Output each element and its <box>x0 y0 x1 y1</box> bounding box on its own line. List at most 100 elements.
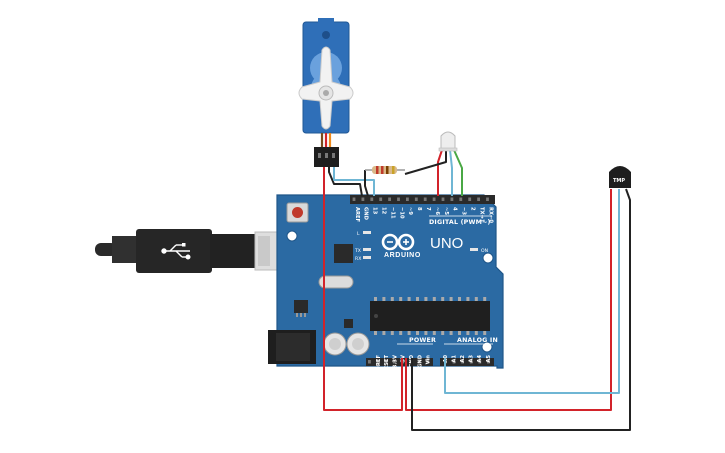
wire-led-common[interactable] <box>404 150 447 175</box>
digital-pin-1[interactable] <box>361 197 365 202</box>
led-rx: RX <box>355 256 371 262</box>
voltage-regulator <box>294 300 308 313</box>
digital-pin-label: RX←0 <box>487 207 493 223</box>
wire-tmp-power[interactable] <box>405 189 612 411</box>
analog-pin-1[interactable] <box>452 360 456 364</box>
crystal-oscillator <box>318 275 354 289</box>
led-tx-label: TX <box>354 248 361 254</box>
analog-pin-2[interactable] <box>461 360 464 364</box>
wire-led-red[interactable] <box>437 149 443 196</box>
digital-pin-label: 2 <box>470 207 476 211</box>
power-pin-label: RESET <box>384 355 390 374</box>
wires <box>323 149 631 431</box>
power-pin-label: Vin <box>426 355 432 365</box>
wire-tmp-signal[interactable] <box>444 189 620 394</box>
power-pin-label: 3.3V <box>392 355 398 368</box>
digital-pin-label: 12 <box>381 207 387 215</box>
power-jack <box>268 330 316 364</box>
digital-pin-label: ~5 <box>443 207 449 215</box>
model-label: UNO <box>430 235 463 252</box>
tmp-temperature-sensor[interactable]: TMP <box>609 166 631 188</box>
power-pin-label: 5V <box>401 355 407 363</box>
analog-pin-label: A5 <box>486 355 492 363</box>
power-pin-6[interactable] <box>417 360 421 364</box>
power-header-label: POWER <box>409 337 436 344</box>
arduino-logo-icon <box>381 233 415 251</box>
wire-resistor-ground[interactable] <box>364 170 369 197</box>
digital-pin-label: GND <box>363 207 369 221</box>
digital-pin-0[interactable] <box>352 197 356 202</box>
power-pin-2[interactable] <box>384 360 388 364</box>
power-pin-3[interactable] <box>392 360 396 364</box>
digital-pin-13[interactable] <box>468 197 472 202</box>
usb-symbol-icon <box>161 243 191 260</box>
digital-pin-label: AREF <box>354 207 360 223</box>
power-pin-5[interactable] <box>409 360 413 364</box>
power-pin-1[interactable] <box>376 360 380 364</box>
analog-pin-5[interactable] <box>487 360 490 364</box>
digital-pin-8[interactable] <box>423 197 427 202</box>
capacitor-1 <box>323 332 347 356</box>
digital-pin-label: 7 <box>425 207 431 211</box>
led-l-label: L <box>357 231 360 237</box>
chip-pins <box>374 297 487 335</box>
digital-pin-12[interactable] <box>459 197 463 202</box>
digital-pin-3[interactable] <box>379 197 383 202</box>
analog-pin-4[interactable] <box>478 360 482 364</box>
digital-pin-7[interactable] <box>414 197 418 202</box>
led-rx-label: RX <box>355 256 361 262</box>
digital-pin-9[interactable] <box>432 197 436 202</box>
analog-pin-label: A1 <box>451 355 457 363</box>
digital-pin-5[interactable] <box>397 197 400 202</box>
digital-pin-label: ~9 <box>407 207 413 215</box>
power-pin-label: GND <box>417 354 423 368</box>
digital-pin-label: ~6 <box>434 207 440 215</box>
digital-pin-15[interactable] <box>486 197 489 202</box>
digital-pin-label: 4 <box>452 207 458 211</box>
digital-pin-6[interactable] <box>406 197 409 202</box>
led-tx: TX <box>354 248 371 254</box>
power-header[interactable] <box>366 358 433 366</box>
digital-pin-14[interactable] <box>477 197 480 202</box>
digital-pin-label: ~3 <box>461 207 467 215</box>
digital-pin-label: 8 <box>416 207 422 211</box>
usb-chip <box>334 244 353 263</box>
digital-pin-4[interactable] <box>388 197 391 202</box>
wire-servo-ground[interactable] <box>328 163 363 197</box>
analog-pin-label: A4 <box>477 355 483 363</box>
usb-cable[interactable] <box>95 229 301 273</box>
analog-header-label: ANALOG IN <box>457 337 498 344</box>
atmega-chip <box>370 301 490 331</box>
capacitor-2 <box>346 332 370 356</box>
digital-pin-2[interactable] <box>370 197 374 202</box>
brand-label: ARDUINO <box>384 252 421 259</box>
wire-led-green[interactable] <box>453 149 463 196</box>
reset-button[interactable] <box>286 202 309 223</box>
digital-header-label: DIGITAL (PWM~) <box>429 219 491 226</box>
digital-pin-label: ~10 <box>398 207 404 219</box>
small-chip <box>344 319 353 328</box>
rgb-led[interactable] <box>438 131 458 152</box>
led-on-label: ON <box>481 248 488 254</box>
wire-led-blue[interactable] <box>449 149 453 196</box>
led-l: L <box>357 231 371 237</box>
resistor[interactable] <box>365 166 405 174</box>
analog-header[interactable] <box>440 358 494 366</box>
digital-header[interactable] <box>350 195 495 204</box>
digital-pin-label: TX→1 <box>478 207 484 223</box>
digital-pin-11[interactable] <box>450 197 454 202</box>
wire-tmp-ground[interactable] <box>411 188 631 431</box>
led-on: ON <box>470 248 488 254</box>
wire-servo-power[interactable] <box>323 163 403 411</box>
power-pin-0[interactable] <box>368 360 371 364</box>
servo-motor[interactable] <box>298 18 354 167</box>
digital-pin-10[interactable] <box>441 197 445 202</box>
power-pin-label: IOREF <box>376 355 382 373</box>
analog-pin-label: A3 <box>469 355 475 363</box>
wire-servo-signal[interactable] <box>333 163 375 196</box>
digital-pin-label: 13 <box>372 207 378 215</box>
analog-pin-3[interactable] <box>469 360 473 364</box>
power-pin-7[interactable] <box>426 360 429 364</box>
